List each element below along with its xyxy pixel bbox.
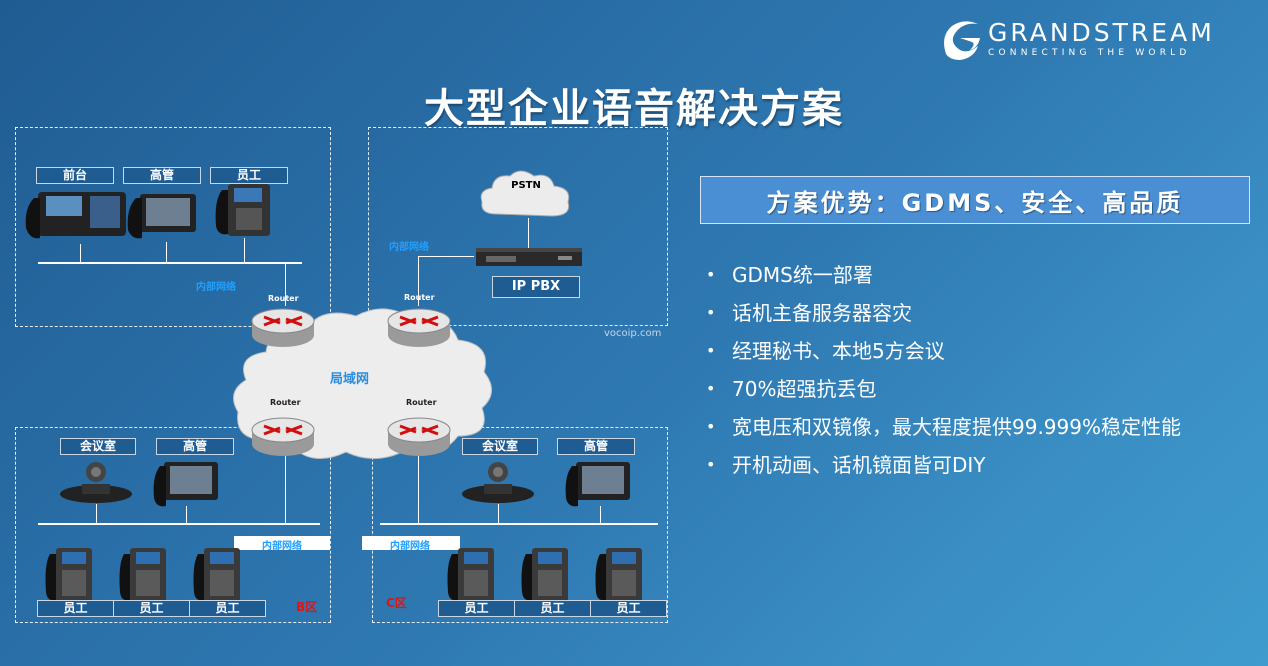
router-label: Router	[404, 293, 435, 302]
page-title: 大型企业语音解决方案	[424, 86, 844, 132]
connector	[186, 506, 187, 523]
ip-pbx-label: IP PBX	[492, 276, 580, 298]
list-item: •话机主备服务器容灾	[706, 298, 1181, 336]
intranet-tag	[362, 536, 460, 550]
label-staff: 员工	[438, 600, 515, 617]
ip-phone-icon	[45, 548, 92, 602]
connector	[418, 456, 419, 523]
site-c-zone	[372, 427, 668, 623]
pstn-cloud-icon	[480, 170, 570, 217]
intranet-tag	[234, 536, 330, 550]
label-staff: 员工	[113, 600, 190, 617]
label-staff: 员工	[514, 600, 591, 617]
intranet-label: 内部网络	[390, 541, 430, 552]
label-staff: 员工	[210, 167, 288, 184]
ip-phone-icon	[447, 548, 494, 602]
video-phone-icon	[565, 462, 630, 507]
bullet-icon: •	[706, 303, 716, 322]
label-executive: 高管	[123, 167, 201, 184]
video-phone-icon	[127, 194, 196, 239]
connector	[80, 244, 81, 262]
connector	[418, 256, 419, 306]
bullet-icon: •	[706, 455, 716, 474]
bus-line	[38, 523, 320, 525]
connector	[96, 504, 97, 523]
hq-zone	[15, 127, 331, 327]
pbx-zone	[368, 127, 668, 326]
site-b-zone	[15, 427, 331, 623]
ip-pbx-device-icon	[476, 248, 582, 266]
intranet-label: 内部网络	[196, 282, 236, 293]
advantage-banner: 方案优势：GDMS、安全、高品质	[700, 176, 1250, 224]
ip-phone-icon	[521, 548, 568, 602]
router-label: Router	[406, 398, 437, 407]
connector	[285, 456, 286, 523]
bus-line	[380, 523, 658, 525]
label-executive: 高管	[557, 438, 635, 455]
bullet-icon: •	[706, 379, 716, 398]
connector	[244, 238, 245, 262]
connector	[528, 218, 529, 248]
connector	[498, 504, 499, 523]
list-item: •宽电压和双镜像，最大程度提供99.999%稳定性能	[706, 412, 1181, 450]
connector	[600, 506, 601, 523]
bullet-icon: •	[706, 341, 716, 360]
brand-tagline: CONNECTING THE WORLD	[988, 48, 1191, 58]
bullet-icon: •	[706, 265, 716, 284]
router-label: Router	[270, 398, 301, 407]
ip-phone-icon	[215, 184, 270, 236]
ip-phone-icon	[193, 548, 240, 602]
video-phone-icon	[153, 462, 218, 507]
intranet-label: 内部网络	[389, 242, 429, 253]
router-icon	[387, 417, 451, 456]
label-meeting-room: 会议室	[462, 438, 538, 455]
connector	[166, 242, 167, 262]
advantage-list: •GDMS统一部署 •话机主备服务器容灾 •经理秘书、本地5方会议 •70%超强…	[706, 260, 1181, 488]
grandstream-logo-icon	[944, 21, 980, 60]
router-label: Router	[268, 294, 299, 303]
label-meeting-room: 会议室	[60, 438, 136, 455]
list-item: •GDMS统一部署	[706, 260, 1181, 298]
ip-phone-icon	[595, 548, 642, 602]
bullet-icon: •	[706, 417, 716, 436]
label-executive: 高管	[156, 438, 234, 455]
conference-phone-icon	[60, 462, 132, 503]
lan-label: 局域网	[330, 372, 370, 387]
bus-line	[38, 262, 302, 264]
label-staff: 员工	[37, 600, 114, 617]
site-c-label: C区	[386, 596, 407, 610]
router-icon	[387, 308, 451, 347]
pstn-label: PSTN	[511, 180, 541, 191]
list-item: •70%超强抗丢包	[706, 374, 1181, 412]
router-icon	[251, 417, 315, 456]
intranet-label: 内部网络	[262, 541, 302, 552]
brand-name: GRANDSTREAM	[988, 18, 1215, 47]
conference-phone-icon	[462, 462, 534, 503]
list-item: •经理秘书、本地5方会议	[706, 336, 1181, 374]
connector	[418, 256, 474, 257]
ip-phone-icon	[119, 548, 166, 602]
label-staff: 员工	[590, 600, 667, 617]
router-icon	[251, 308, 315, 347]
label-staff: 员工	[189, 600, 266, 617]
desk-phone-icon	[25, 192, 126, 239]
connector	[285, 264, 286, 306]
label-reception: 前台	[36, 167, 114, 184]
watermark: vocoip.com	[604, 328, 662, 339]
list-item: •开机动画、话机镜面皆可DIY	[706, 450, 1181, 488]
site-b-label: B区	[296, 600, 318, 614]
